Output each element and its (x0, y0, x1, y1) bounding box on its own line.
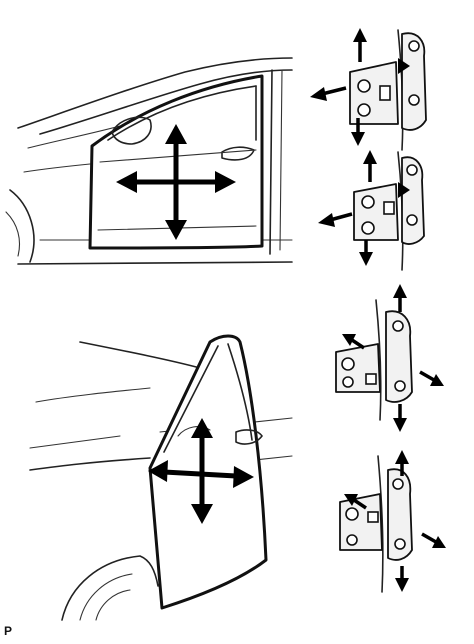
arrow-down-icon (359, 252, 373, 266)
arrow-right-icon (432, 536, 446, 548)
hinge-rear-upper (335, 284, 444, 432)
arrow-up-icon (395, 450, 409, 464)
figure-code-label: P (4, 624, 13, 638)
arrow-left-icon (310, 87, 327, 101)
rear-door-adjustment-arrows (148, 418, 254, 524)
arrow-down-icon (165, 220, 187, 240)
arrow-down-icon (351, 132, 365, 146)
arrow-right-icon (430, 374, 444, 386)
arrow-right-icon (398, 58, 410, 74)
arrow-up-icon (191, 418, 213, 438)
arrow-left-icon (148, 460, 168, 482)
hinge-rear-lower (339, 450, 446, 593)
arrow-up-icon (363, 150, 377, 164)
hinge-front-lower (318, 150, 425, 271)
hinge-front-upper (310, 28, 427, 151)
arrow-up-icon (393, 284, 407, 298)
arrow-down-icon (395, 578, 409, 592)
front-door-view (5, 57, 293, 265)
arrow-up-icon (165, 124, 187, 144)
arrow-right-icon (233, 466, 254, 488)
arrow-down-icon (191, 504, 213, 524)
arrow-left-icon (342, 334, 356, 346)
arrow-up-icon (353, 28, 367, 42)
arrow-right-icon (215, 171, 236, 193)
arrow-left-icon (116, 171, 137, 193)
arrow-left-icon (318, 213, 335, 227)
arrow-down-icon (393, 418, 407, 432)
front-door-adjustment-arrows (116, 124, 236, 240)
arrow-left-icon (344, 494, 358, 506)
arrow-right-icon (398, 182, 410, 198)
